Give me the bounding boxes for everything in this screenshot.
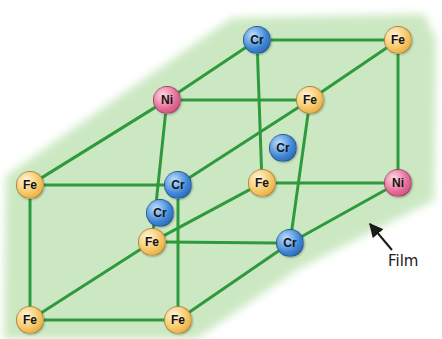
bond-line — [190, 251, 279, 312]
element-symbol: Fe — [255, 177, 269, 189]
bond-line — [181, 99, 296, 102]
bond-line — [166, 241, 276, 245]
atom-sphere: Fe — [16, 171, 44, 199]
atom-sphere: Fe — [384, 26, 412, 54]
atom-sphere: Cr — [269, 134, 297, 162]
callout-label: Film — [388, 252, 418, 270]
bond-line — [190, 108, 298, 178]
bond-line — [42, 250, 140, 313]
element-symbol: Ni — [161, 94, 173, 106]
bond-line — [44, 184, 164, 187]
atom-sphere: Cr — [164, 171, 192, 199]
bond-line — [322, 48, 387, 92]
element-symbol: Fe — [391, 34, 405, 46]
atom-sphere: Ni — [153, 86, 181, 114]
element-symbol: Fe — [303, 94, 317, 106]
atom-sphere: Fe — [16, 306, 44, 334]
element-symbol: Cr — [283, 237, 296, 249]
element-symbol: Fe — [145, 236, 159, 248]
atom-sphere: Cr — [146, 199, 174, 227]
atom-sphere: Fe — [138, 228, 166, 256]
bond-line — [177, 199, 180, 306]
leader-arrow — [370, 224, 392, 250]
atom-sphere: Fe — [296, 86, 324, 114]
element-symbol: Fe — [171, 314, 185, 326]
atom-sphere: Cr — [276, 229, 304, 257]
bond-line — [42, 107, 155, 177]
atom-sphere: Fe — [164, 306, 192, 334]
element-symbol: Cr — [250, 34, 263, 46]
film-region — [4, 14, 436, 339]
bond-line — [179, 48, 246, 92]
atom-sphere: Ni — [384, 169, 412, 197]
bond-line — [257, 54, 261, 169]
element-symbol: Fe — [23, 314, 37, 326]
bond-line — [29, 199, 32, 306]
bond-line — [271, 39, 384, 42]
bond-line — [302, 190, 386, 236]
bond-line — [276, 182, 384, 185]
element-symbol: Fe — [23, 179, 37, 191]
bond-line — [44, 319, 164, 322]
element-symbol: Cr — [276, 142, 289, 154]
element-symbol: Cr — [171, 179, 184, 191]
atom-sphere: Fe — [248, 169, 276, 197]
bond-line — [397, 54, 400, 169]
atom-sphere: Cr — [243, 26, 271, 54]
element-symbol: Ni — [392, 177, 404, 189]
bond-line — [292, 114, 308, 229]
element-symbol: Cr — [153, 207, 166, 219]
